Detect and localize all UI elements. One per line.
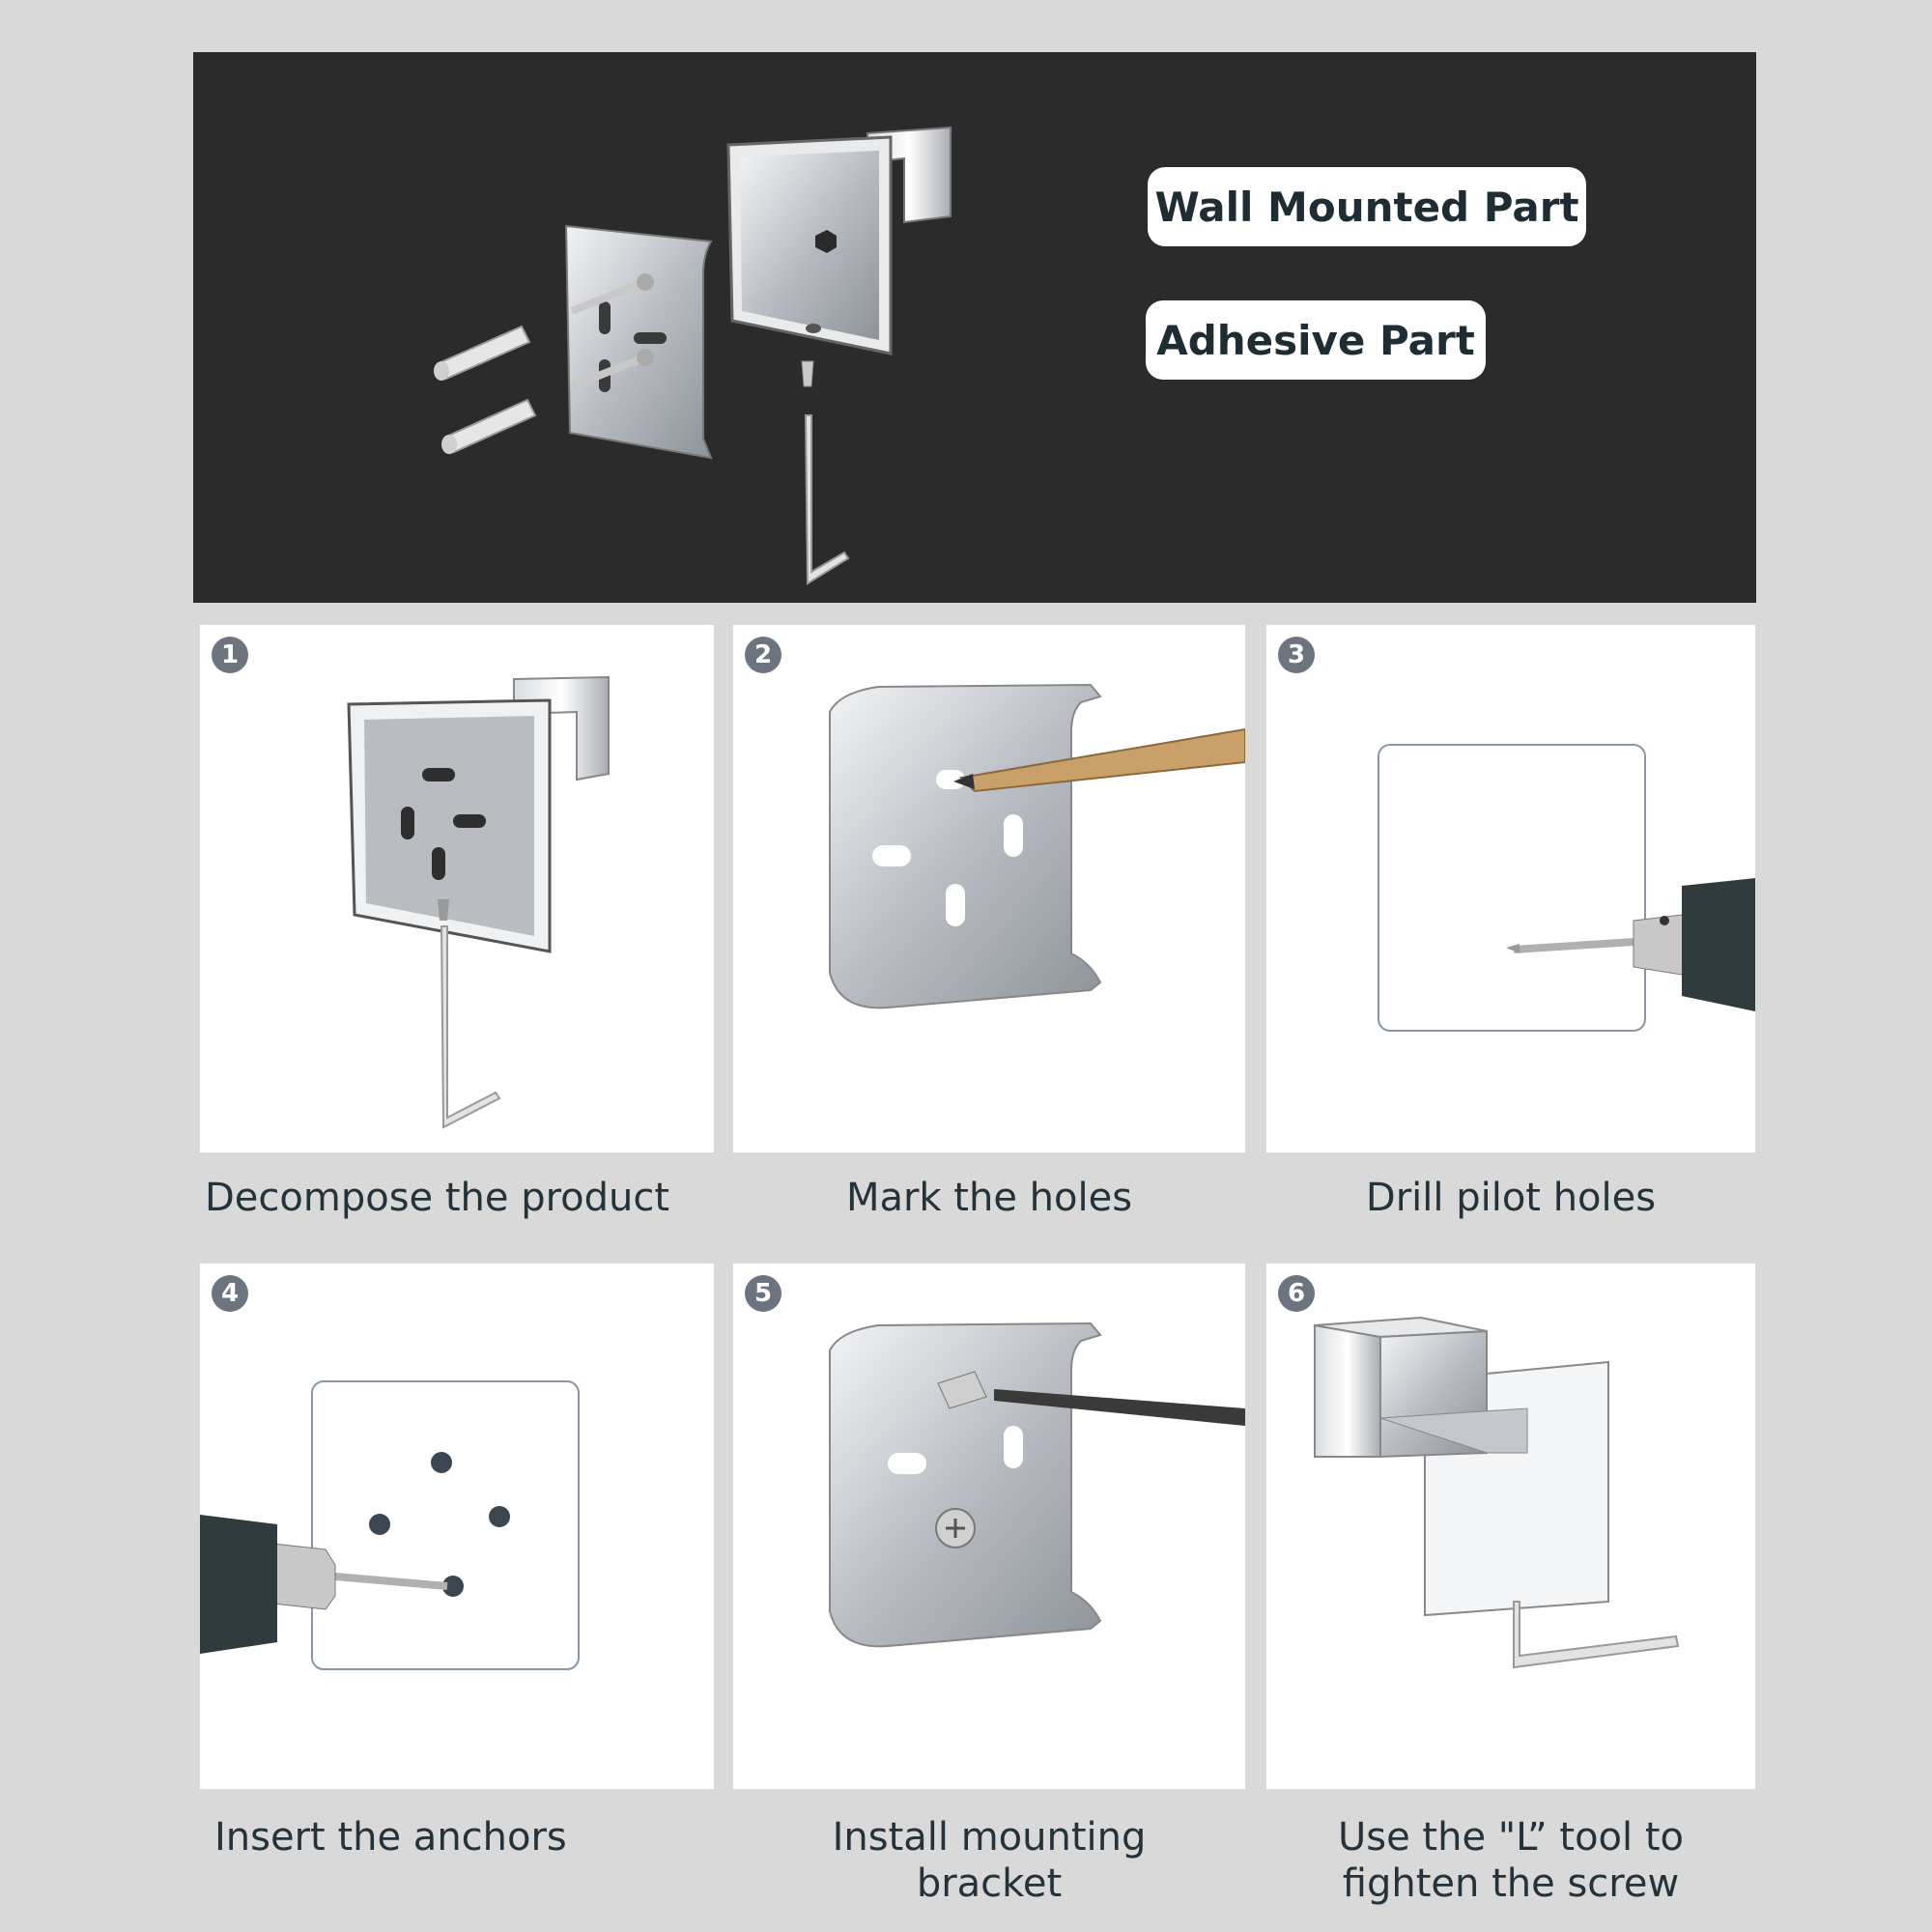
- wall-anchor: [441, 398, 537, 454]
- decompose-product-illustration: [347, 675, 610, 1129]
- wall-anchor: [434, 325, 531, 381]
- step-6-caption-line-1: Use the "L” tool to: [1337, 1815, 1685, 1860]
- step-5-caption: Install mounting bracket: [733, 1814, 1245, 1907]
- step-6-caption-line-2: fighten the screw: [1342, 1861, 1680, 1906]
- adhesive-part-label: Adhesive Part: [1146, 300, 1486, 380]
- mounting-bracket: [564, 224, 713, 460]
- mark-holes-illustration: [829, 683, 1245, 1009]
- insert-anchors-illustration: [200, 1380, 580, 1670]
- step-number-badge: 1: [212, 637, 248, 673]
- step-5-caption-line-2: bracket: [916, 1861, 1063, 1906]
- step-6-panel: 6: [1266, 1264, 1755, 1789]
- step-3-caption: Drill pilot holes: [1365, 1176, 1657, 1220]
- step-2-caption: Mark the holes: [845, 1176, 1133, 1220]
- step-number-badge: 6: [1278, 1275, 1315, 1312]
- step-number-badge: 2: [745, 637, 781, 673]
- install-bracket-illustration: [829, 1321, 1245, 1648]
- hook-body: [726, 126, 952, 355]
- step-1-caption: Decompose the product: [205, 1176, 670, 1220]
- tighten-screw-illustration: [1314, 1316, 1680, 1669]
- drill-pilot-holes-illustration: [1378, 744, 1755, 1032]
- l-tool: [804, 414, 850, 585]
- step-number-badge: 5: [745, 1275, 781, 1312]
- step-number-badge: 4: [212, 1275, 248, 1312]
- screw: [570, 273, 654, 315]
- step-2-panel: 2: [733, 625, 1245, 1152]
- step-3-panel: 3: [1266, 625, 1755, 1152]
- wall-mounted-part-label: Wall Mounted Part: [1148, 167, 1586, 246]
- step-4-caption: Insert the anchors: [214, 1815, 567, 1860]
- exploded-view-banner: Wall Mounted Part Adhesive Part: [193, 52, 1756, 603]
- step-6-caption: Use the "L” tool to fighten the screw: [1266, 1814, 1755, 1907]
- step-number-badge: 3: [1278, 637, 1315, 673]
- set-screw: [801, 360, 814, 387]
- step-1-panel: 1: [200, 625, 714, 1152]
- step-5-panel: 5: [733, 1264, 1245, 1789]
- screw: [570, 349, 654, 390]
- step-4-panel: 4: [200, 1264, 714, 1789]
- exploded-product-illustration: [434, 126, 952, 585]
- step-5-caption-line-1: Install mounting: [832, 1815, 1147, 1860]
